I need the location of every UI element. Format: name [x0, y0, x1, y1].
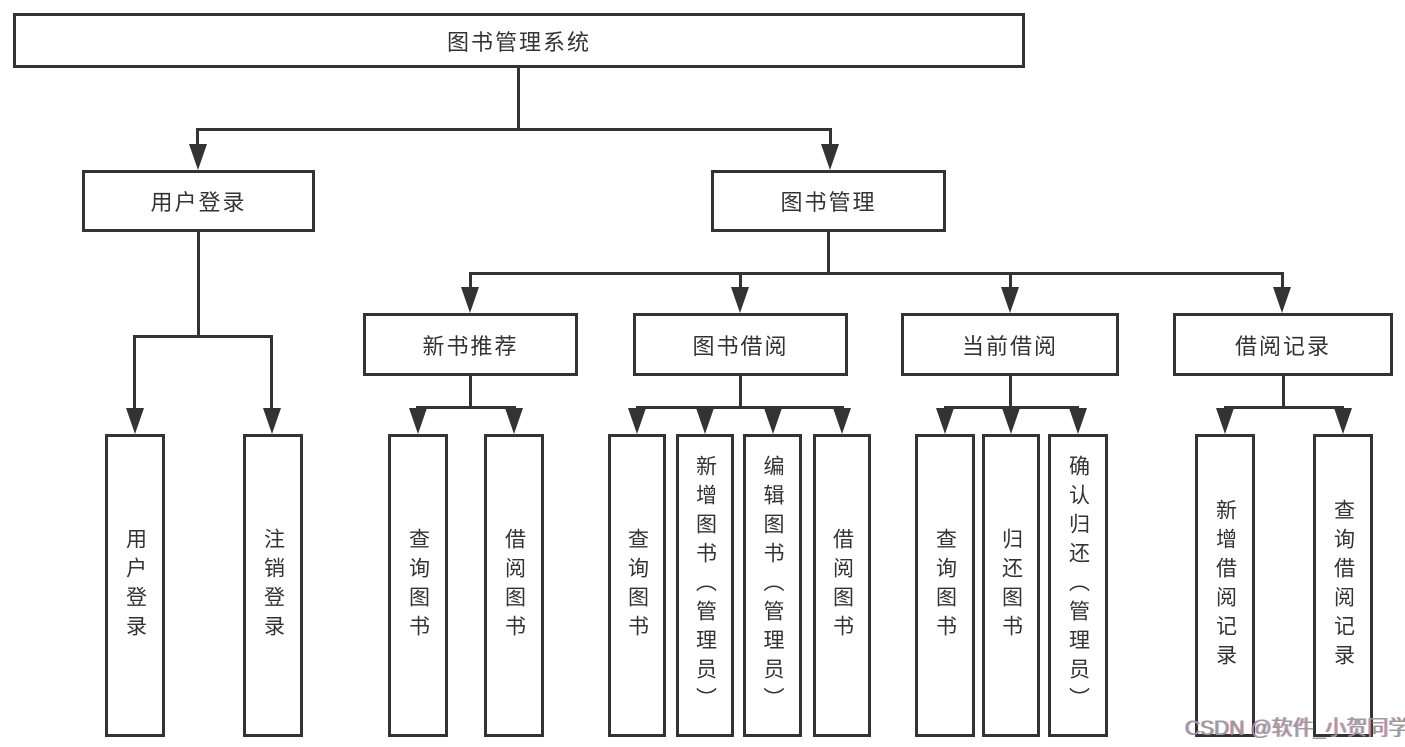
connector-recommend-branch	[416, 406, 516, 409]
node-user-login: 用户登录	[82, 170, 315, 232]
leaf-add-borrow-record: 新增借阅记录	[1195, 434, 1255, 737]
leaf-query-books-current: 查询图书	[915, 434, 975, 737]
leaf-borrow-books-borrow-label: 借阅图书	[830, 527, 854, 644]
leaf-borrow-books-borrow: 借阅图书	[813, 434, 871, 737]
node-root: 图书管理系统	[13, 13, 1025, 68]
arrowhead-leaf-confirm-return	[1069, 408, 1087, 434]
csdn-watermark: CSDN @软件_小贺同学	[1185, 717, 1405, 740]
leaf-add-book-admin-label: 新增图书（管理员）	[693, 455, 717, 716]
leaf-query-borrow-record-label: 查询借阅记录	[1331, 498, 1355, 673]
node-user-login-label: 用户登录	[150, 190, 247, 215]
leaf-user-login-label: 用户登录	[123, 527, 147, 644]
leaf-edit-book-admin: 编辑图书（管理员）	[743, 434, 802, 737]
arrowhead-book-borrow	[731, 287, 749, 313]
node-new-book-recommend: 新书推荐	[363, 313, 578, 376]
leaf-borrow-books-recommend: 借阅图书	[484, 434, 544, 737]
connector-userlogin-stem	[197, 232, 200, 337]
connector-currentborrow-stem	[1009, 376, 1012, 408]
arrowhead-leaf-query-books-c	[936, 408, 954, 434]
leaf-query-books-borrow: 查询图书	[608, 434, 666, 737]
connector-bookmgmt-drop-3	[1009, 272, 1012, 290]
leaf-query-books-borrow-label: 查询图书	[625, 527, 649, 644]
arrowhead-new-book-recommend	[461, 287, 479, 313]
node-book-borrow: 图书借阅	[633, 313, 848, 376]
connector-root-drop-left	[196, 128, 199, 148]
connector-root-stem	[517, 68, 520, 130]
arrowhead-user-login	[189, 144, 207, 170]
node-current-borrow-label: 当前借阅	[961, 333, 1058, 359]
arrowhead-leaf-user-login	[126, 408, 144, 434]
arrowhead-borrow-records	[1273, 287, 1291, 313]
connector-recommend-stem	[469, 376, 472, 408]
node-borrow-records-label: 借阅记录	[1234, 333, 1331, 359]
node-new-book-recommend-label: 新书推荐	[422, 333, 519, 359]
leaf-query-books-recommend-label: 查询图书	[406, 527, 430, 644]
arrowhead-leaf-edit-book	[764, 408, 782, 434]
arrowhead-leaf-add-book	[696, 408, 714, 434]
leaf-add-book-admin: 新增图书（管理员）	[676, 434, 734, 737]
arrowhead-leaf-borrow-books-b	[833, 408, 851, 434]
connector-userlogin-branch	[133, 335, 273, 338]
node-book-management: 图书管理	[711, 170, 946, 232]
connector-records-branch	[1224, 406, 1344, 409]
leaf-return-book-label: 归还图书	[999, 527, 1023, 644]
leaf-logout-login-label: 注销登录	[261, 527, 285, 644]
leaf-add-borrow-record-label: 新增借阅记录	[1213, 498, 1237, 673]
node-book-management-label: 图书管理	[780, 190, 877, 215]
connector-bookborrow-stem	[739, 376, 742, 408]
node-borrow-records: 借阅记录	[1173, 313, 1393, 376]
leaf-query-books-recommend: 查询图书	[388, 434, 448, 737]
connector-userlogin-drop-2	[270, 335, 273, 411]
leaf-logout-login: 注销登录	[243, 434, 303, 737]
connector-bookmgmt-drop-1	[469, 272, 472, 290]
connector-records-stem	[1282, 376, 1285, 408]
connector-root-branch	[196, 128, 832, 131]
leaf-return-book: 归还图书	[982, 434, 1040, 737]
connector-bookborrow-branch	[636, 406, 844, 409]
connector-bookmgmt-stem	[827, 232, 830, 274]
connector-currentborrow-branch	[944, 406, 1079, 409]
leaf-edit-book-admin-label: 编辑图书（管理员）	[761, 455, 784, 716]
leaf-borrow-books-recommend-label: 借阅图书	[502, 527, 526, 644]
connector-bookmgmt-drop-2	[739, 272, 742, 290]
leaf-confirm-return-admin: 确认归还（管理员）	[1048, 434, 1108, 737]
connector-userlogin-drop-1	[133, 335, 136, 411]
arrowhead-leaf-add-record	[1216, 408, 1234, 434]
connector-bookmgmt-branch	[469, 272, 1284, 275]
node-book-borrow-label: 图书借阅	[692, 333, 789, 359]
connector-bookmgmt-drop-4	[1281, 272, 1284, 290]
arrowhead-current-borrow	[1001, 287, 1019, 313]
leaf-user-login: 用户登录	[105, 434, 165, 737]
arrowhead-leaf-logout	[263, 408, 281, 434]
leaf-query-borrow-record: 查询借阅记录	[1313, 434, 1373, 737]
leaf-confirm-return-admin-label: 确认归还（管理员）	[1066, 455, 1090, 716]
connector-root-drop-right	[829, 128, 832, 148]
arrowhead-leaf-return-book	[1002, 408, 1020, 434]
arrowhead-book-management	[821, 144, 839, 170]
arrowhead-leaf-query-books-a	[409, 408, 427, 434]
node-current-borrow: 当前借阅	[901, 313, 1119, 376]
leaf-query-books-current-label: 查询图书	[933, 527, 957, 644]
arrowhead-leaf-query-record	[1334, 408, 1352, 434]
node-root-label: 图书管理系统	[446, 29, 591, 55]
arrowhead-leaf-query-books-b	[628, 408, 646, 434]
arrowhead-leaf-borrow-books-a	[505, 408, 523, 434]
